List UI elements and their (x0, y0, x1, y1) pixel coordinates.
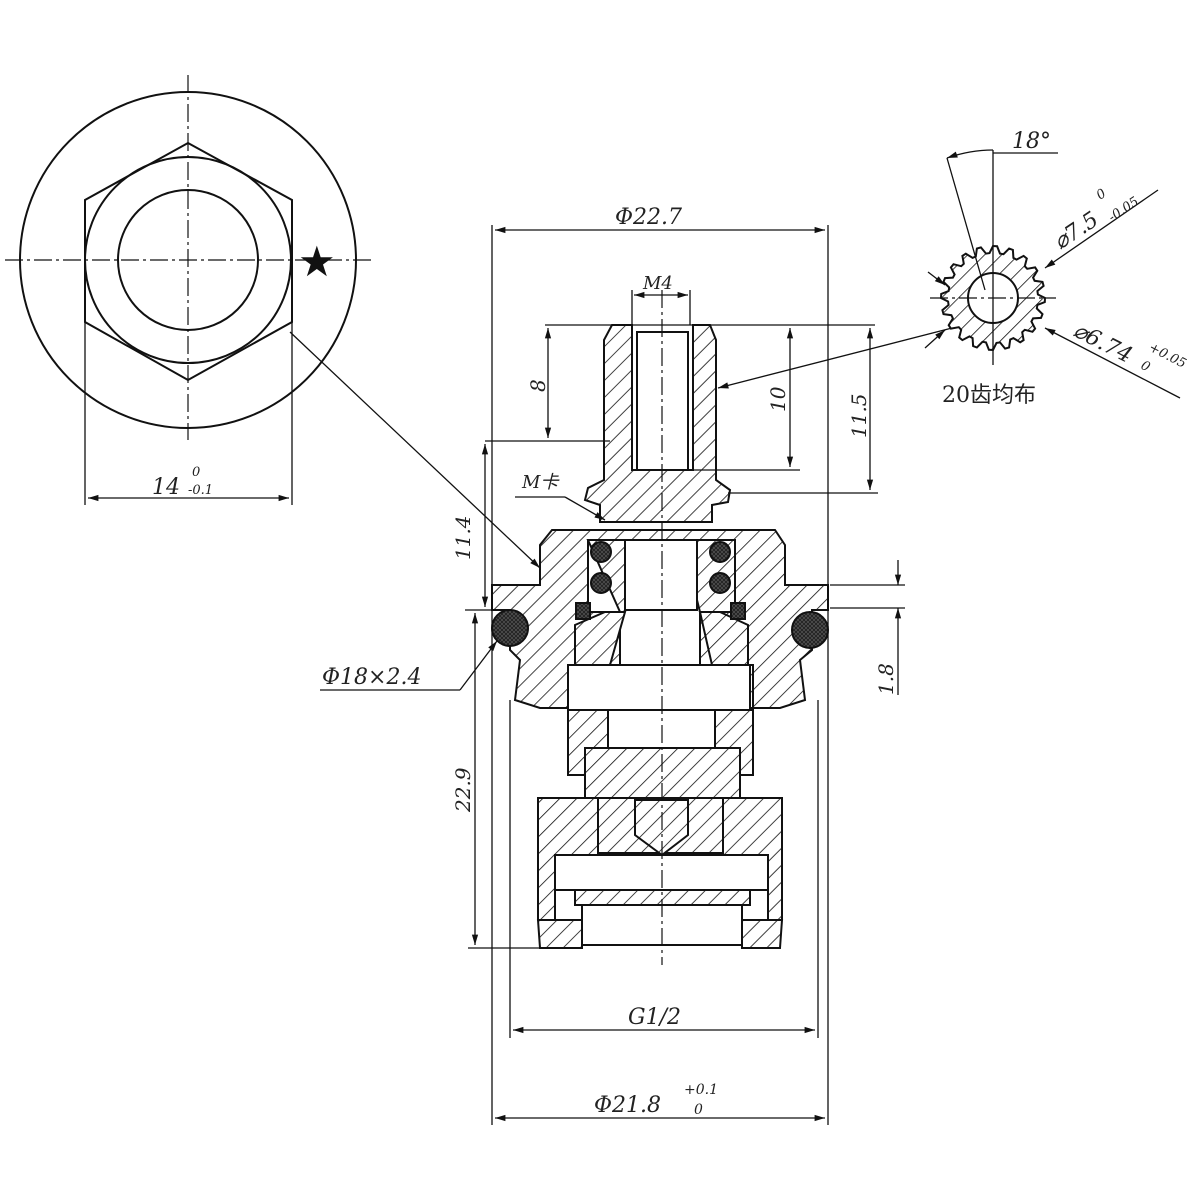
section-dimensions: Φ22.7 M4 8 10 11.5 M卡 11.4 Φ18×2.4 1.8 2… (320, 205, 953, 1125)
spline-outer-tol-upper: 0 (1094, 186, 1109, 203)
spline-outer-tol-lower: -0.05 (1106, 194, 1142, 225)
dim-stem-thread: M4 (642, 273, 673, 294)
end-view: 14 0 -0.1 ★ (5, 75, 541, 569)
section-view (491, 290, 829, 965)
spline-outer-dia: ⌀7.5 (1049, 207, 1103, 255)
spline-teeth-note: 20齿均布 (942, 383, 1036, 408)
dim-base-dia: Φ21.8 (594, 1093, 661, 1118)
dim-depth-8: 8 (526, 379, 550, 392)
dim-gap-1-8: 1.8 (874, 663, 898, 695)
spline-root-dia: ⌀6.74 (1069, 318, 1136, 369)
dim-base-tol-upper: +0.1 (684, 1082, 718, 1098)
spline-root-tol-lower: 0 (1138, 358, 1152, 375)
hex-leader (289, 331, 541, 569)
hex-width-tol-lower: -0.1 (188, 483, 213, 498)
dim-depth-10: 10 (766, 386, 790, 412)
hex-width-tol-upper: 0 (192, 465, 200, 480)
spline-angle: 18° (1012, 129, 1051, 154)
spline-root-tol-upper: +0.05 (1146, 340, 1188, 371)
clip-label: M卡 (521, 472, 560, 493)
dim-depth-11-5: 11.5 (847, 393, 871, 438)
dim-base-tol-lower: 0 (694, 1102, 703, 1118)
dim-base-thread: G1/2 (628, 1005, 681, 1030)
dim-oring: Φ18×2.4 (322, 665, 421, 690)
dim-outer-dia: Φ22.7 (615, 205, 682, 230)
star-mark: ★ (298, 240, 336, 286)
dim-height-11-4: 11.4 (451, 515, 475, 560)
hex-width-dim: 14 (152, 475, 180, 500)
dim-height-22-9: 22.9 (451, 767, 475, 813)
